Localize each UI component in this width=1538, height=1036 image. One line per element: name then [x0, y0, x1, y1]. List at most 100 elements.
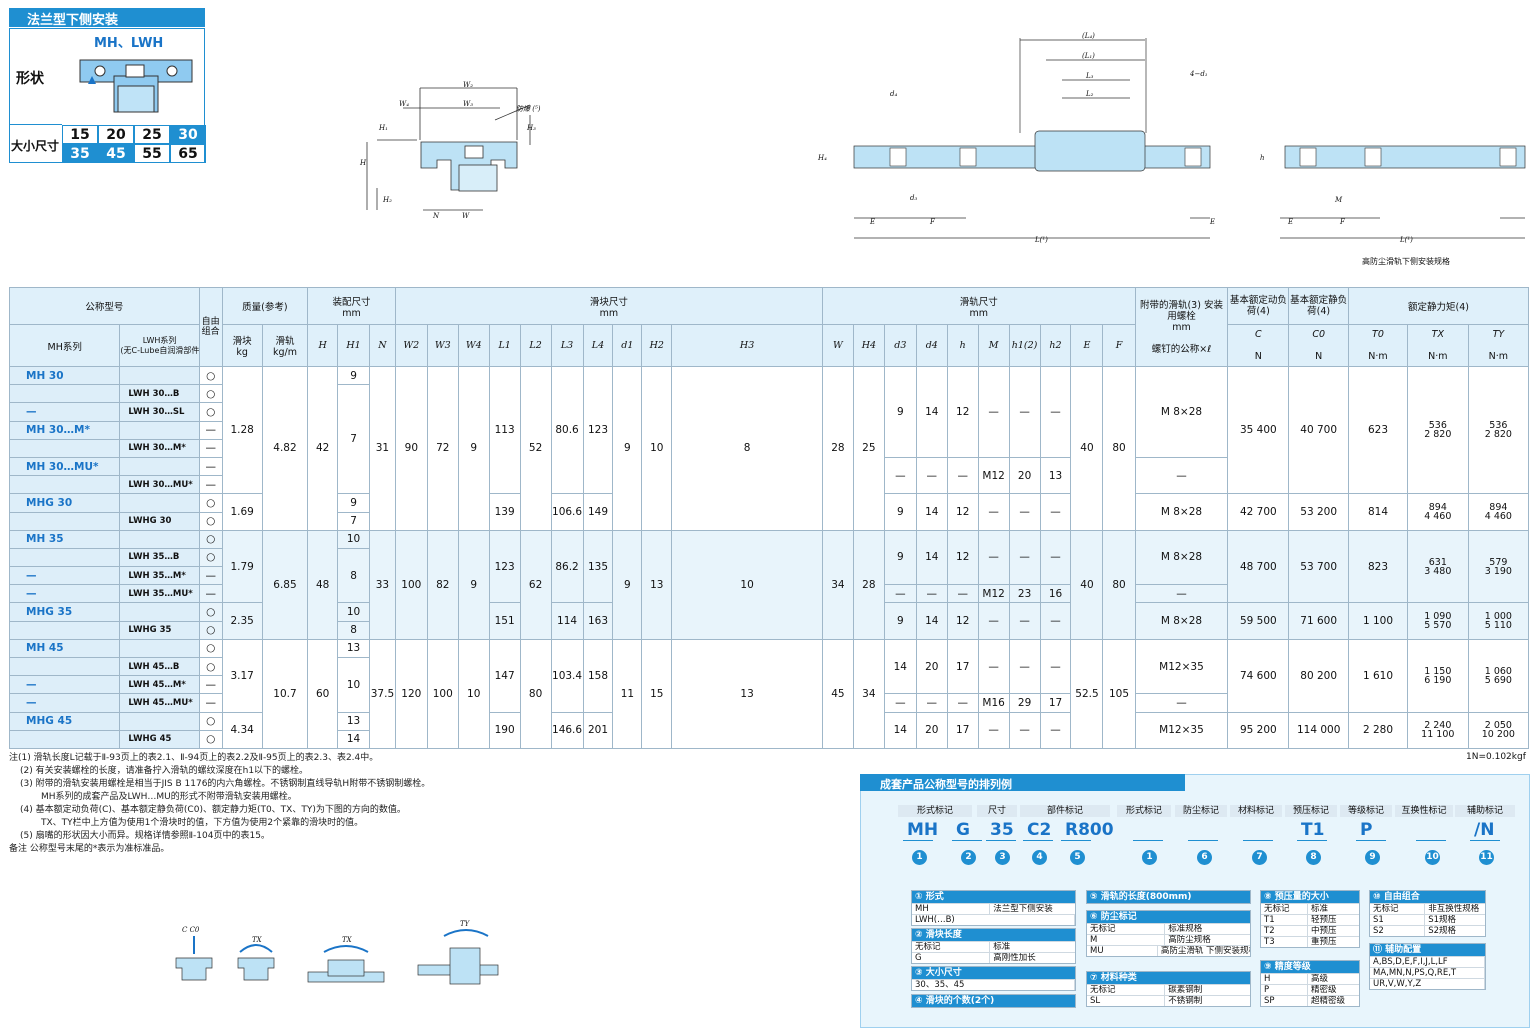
model-mh — [8, 729, 121, 749]
cross-section-drawing: W₂ W₄ W₃ 防爆 (⁵) H₁ H₃ H H₂ N W — [359, 81, 541, 220]
free-combo: ○ — [198, 711, 223, 731]
dim-l3: 80.6 — [550, 365, 584, 495]
label-h4: H₄ — [817, 154, 827, 162]
free-combo: ○ — [198, 402, 223, 422]
legend-row: UR,V,W,Y,Z — [1370, 978, 1485, 989]
dim-n: 33 — [369, 529, 396, 640]
model-lwh: LWH 30…MU* — [119, 475, 200, 495]
size-label: 大小尺寸 — [11, 139, 60, 153]
label-f: F — [929, 218, 936, 226]
col-c0: 基本额定静负荷(4) — [1288, 287, 1350, 325]
load-c0: 114 000 — [1288, 711, 1350, 749]
shape-label: 形状 — [16, 71, 44, 87]
legend-row: 无标记标准 — [1261, 903, 1359, 914]
dim-dash: — — [1008, 638, 1041, 695]
mass-slider: 2.35 — [221, 602, 263, 640]
mass-slider: 1.28 — [221, 365, 263, 495]
mass-slider: 1.69 — [221, 493, 263, 531]
dim-dash: — — [1039, 493, 1072, 531]
model-lwh: LWH 45…MU* — [119, 693, 200, 713]
size-cell: 25 — [134, 125, 170, 144]
dim-dash: — — [977, 529, 1010, 586]
label-l: L(¹) — [1034, 236, 1048, 244]
dim-dash: — — [883, 456, 917, 495]
dim-n: 37.5 — [369, 638, 396, 749]
model-mh: MH 35 — [8, 529, 121, 549]
col-dim: d3 — [883, 324, 917, 367]
dim-dash: — — [1008, 493, 1041, 531]
load-c: 74 600 — [1227, 638, 1290, 713]
col-dim: H1 — [337, 324, 371, 367]
dim-dash: — — [946, 693, 979, 713]
col-dim: E — [1070, 324, 1104, 367]
model-mh: MHG 30 — [8, 493, 121, 513]
model-mh: MH 30…MU* — [8, 456, 121, 477]
mass-slider: 4.34 — [221, 711, 263, 749]
code-number: 1 — [1142, 850, 1157, 865]
dim-f: 80 — [1102, 529, 1136, 640]
series-subtitle: MH、LWH — [94, 36, 164, 51]
code-underline — [1188, 840, 1218, 841]
dim-d1: 9 — [612, 366, 643, 531]
label-fb: 防爆 (⁵) — [516, 105, 541, 113]
free-combo: ○ — [198, 511, 223, 531]
code-label: 部件标记 — [1020, 805, 1110, 817]
free-combo: ○ — [198, 493, 223, 513]
dim-dash: — — [1039, 711, 1072, 749]
model-mh — [8, 475, 121, 495]
moment-t0: 1 610 — [1348, 638, 1408, 713]
model-mh — [8, 656, 121, 677]
dim-d1: 9 — [612, 529, 643, 640]
code-label: 辅助标记 — [1455, 805, 1515, 817]
code-number: 6 — [1197, 850, 1212, 865]
dim-m: M12 — [977, 584, 1010, 604]
code-number: 8 — [1306, 850, 1321, 865]
legend-title: ⑤ 滑轨的长度(800mm) — [1087, 891, 1250, 903]
label-d4: d₄ — [890, 90, 897, 98]
dim-l3: 106.6 — [550, 493, 584, 531]
load-c: 42 700 — [1227, 493, 1290, 531]
code-number: 4 — [1032, 850, 1047, 865]
notes: 注(1) 滑轨长度L记载于Ⅱ-93页上的表2.1、Ⅱ-94页上的表2.2及Ⅱ-9… — [9, 753, 431, 854]
bolt-spec: M 8×28 — [1134, 366, 1229, 458]
dim-w: 34 — [821, 529, 854, 640]
dim-f: 80 — [1102, 366, 1136, 531]
code-value: /N — [1474, 820, 1495, 840]
model-lwh — [119, 493, 200, 513]
legend-title: ③ 大小尺寸 — [912, 967, 1075, 979]
load-c: 48 700 — [1227, 529, 1290, 604]
moment-t0: 1 100 — [1348, 602, 1408, 640]
model-lwh — [119, 638, 200, 659]
dim-h1: 10 — [337, 657, 371, 713]
label-l2: L₂ — [1085, 90, 1094, 98]
model-lwh: LWH 35…B — [119, 547, 200, 568]
col-dim: h1(2) — [1008, 324, 1041, 367]
legend-l4: ④ 滑块的个数(2个) — [911, 994, 1076, 1008]
mass-slider: 1.79 — [221, 529, 263, 604]
dim-d3: 9 — [883, 493, 917, 531]
code-underline — [1416, 840, 1446, 841]
model-lwh: LWH 35…MU* — [119, 584, 200, 604]
model-lwh: LWH 30…SL — [119, 402, 200, 422]
dim-w4: 10 — [457, 638, 490, 749]
dim-h-rail: 12 — [946, 366, 979, 458]
bolt-spec: — — [1134, 584, 1229, 604]
legend-row: 无标记标准 — [912, 941, 1075, 952]
dim-h1: 13 — [337, 711, 371, 731]
dim-h1: 9 — [337, 365, 371, 386]
code-value: R800 — [1065, 820, 1114, 840]
model-lwh: LWHG 45 — [119, 729, 200, 749]
load-c: 59 500 — [1227, 602, 1290, 640]
dim-h-rail: 12 — [946, 602, 979, 640]
